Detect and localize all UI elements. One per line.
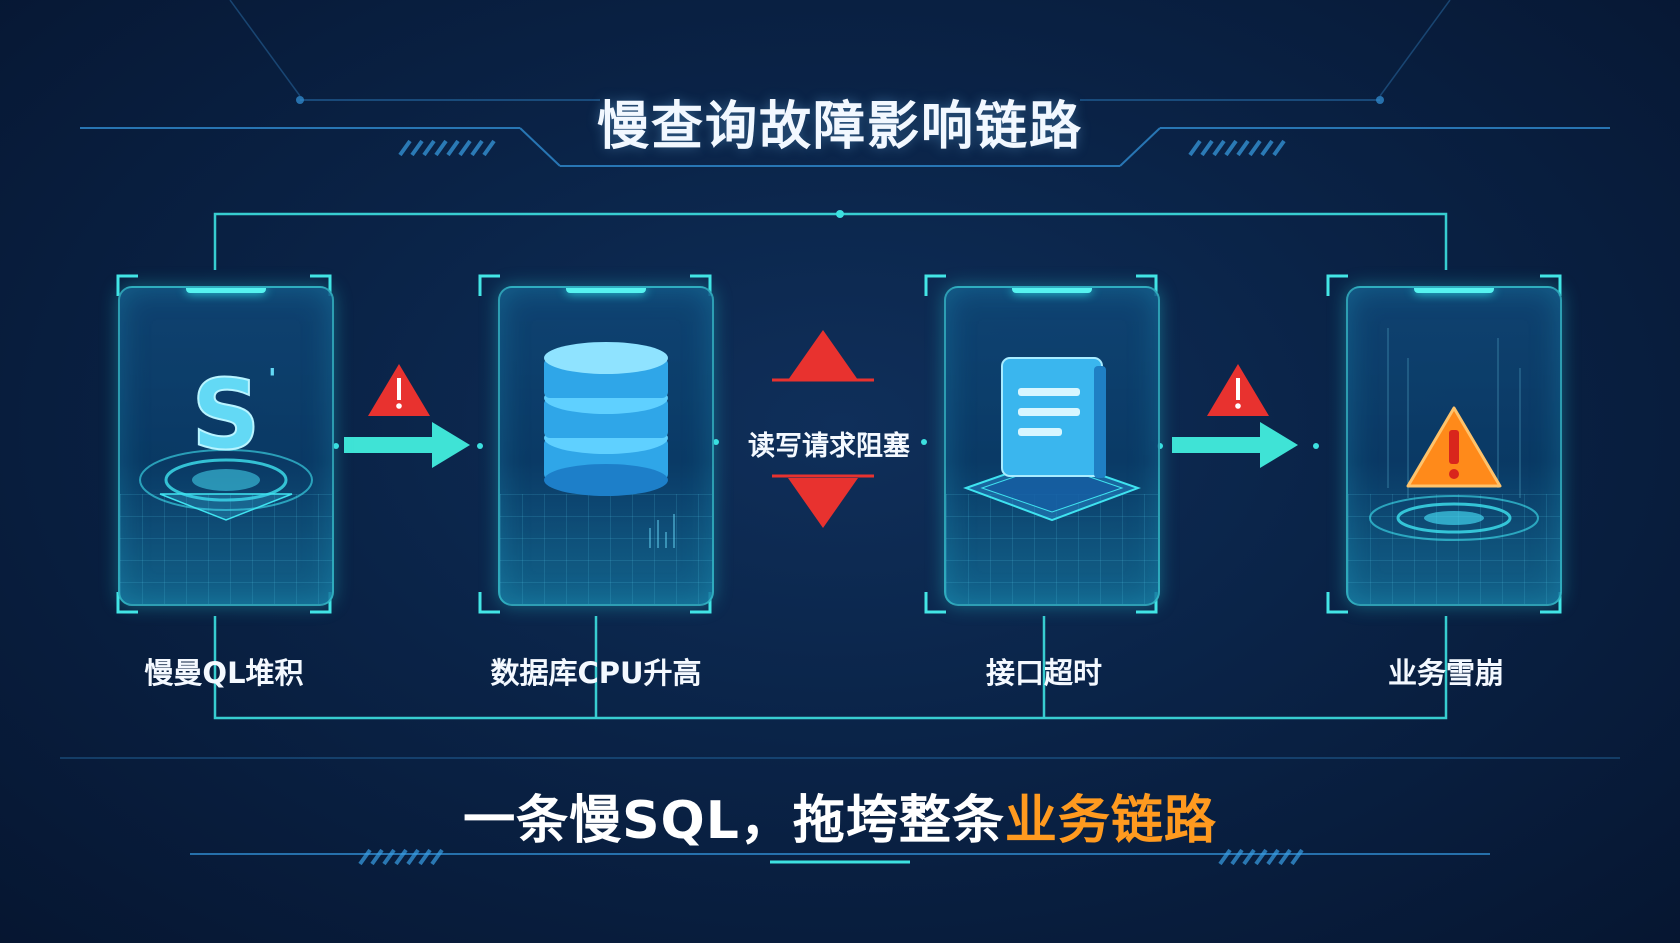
blocking-label: 读写请求阻塞	[748, 431, 910, 462]
node-card-slow-sql: S '	[118, 286, 334, 606]
node-card-api	[944, 286, 1160, 606]
svg-text:': '	[268, 362, 277, 395]
node-label-2: 数据库CPU升高	[490, 656, 702, 690]
node-label-4: 业务雪崩	[1387, 656, 1504, 690]
page-title: 慢查询故障影响链路	[596, 97, 1083, 157]
database-icon	[544, 342, 675, 548]
node-label-3: 接口超时	[985, 656, 1102, 690]
flow-arrow-1	[333, 422, 483, 468]
alert-triangle-1	[368, 364, 430, 416]
footer-slogan: 一条慢SQL，拖垮整条业务链路	[0, 778, 1680, 853]
node-card-avalanche	[1346, 286, 1562, 606]
sql-s-icon: S '	[139, 358, 313, 521]
footer-highlight: 业务链路	[1004, 791, 1217, 851]
alert-triangle-2	[1207, 364, 1269, 416]
blocking-arrows	[713, 330, 927, 528]
flow-arrow-3	[1157, 422, 1319, 468]
warning-icon	[1369, 328, 1539, 541]
footer-prefix: 一条慢SQL，拖垮整条	[463, 791, 1005, 851]
node-label-1: 慢曼QL堆积	[144, 656, 304, 690]
svg-text:S: S	[191, 359, 260, 471]
node-card-database	[498, 286, 714, 606]
api-document-icon	[963, 357, 1141, 522]
